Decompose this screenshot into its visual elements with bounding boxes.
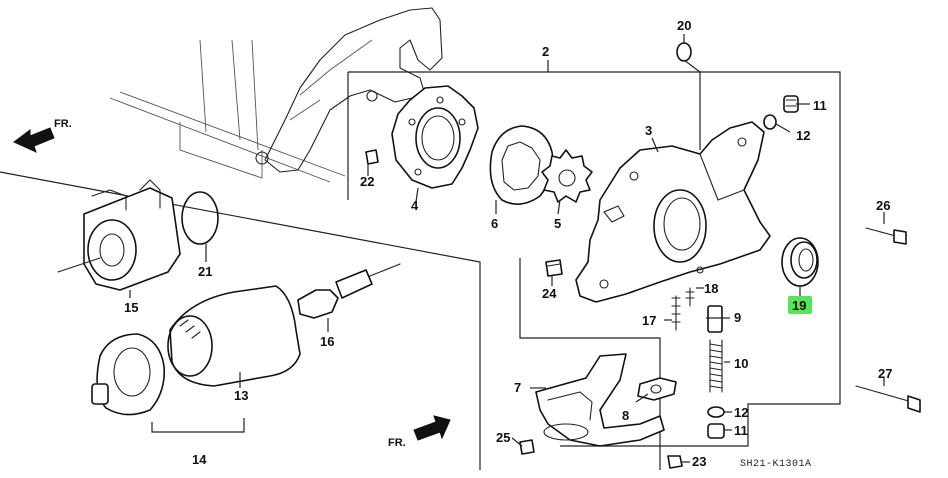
- label-part-5[interactable]: 5: [554, 216, 561, 231]
- oil-strainer: [535, 353, 665, 447]
- oil-filter: [167, 285, 301, 387]
- bolt-24: [545, 259, 563, 277]
- label-part-22[interactable]: 22: [360, 174, 374, 189]
- oil-pump-body: [575, 121, 771, 303]
- label-part-11-bottom[interactable]: 11: [734, 423, 748, 438]
- assembly-frame: [347, 71, 841, 470]
- oil-seal: [781, 237, 819, 287]
- front-direction-arrow-top: FR.: [13, 118, 72, 153]
- label-part-14[interactable]: 14: [192, 452, 207, 467]
- part-labels[interactable]: 20 2 11 12 3 22 4 6 5 26 19 24 18 17 9 1…: [124, 18, 892, 469]
- sealing-bolt-11-bottom: [707, 423, 725, 439]
- nut-23: [667, 455, 683, 469]
- bolt-25: [519, 439, 535, 455]
- relief-valve-17: [671, 295, 681, 331]
- label-part-2[interactable]: 2: [542, 44, 549, 59]
- label-part-18[interactable]: 18: [704, 281, 718, 296]
- relief-valve-9: [707, 305, 723, 333]
- bolt-22: [365, 149, 379, 165]
- label-part-9[interactable]: 9: [734, 310, 741, 325]
- o-ring-21: [181, 191, 219, 245]
- front-direction-arrow-bottom: FR.: [388, 415, 451, 449]
- label-part-10[interactable]: 10: [734, 356, 748, 371]
- highlight-box: [788, 296, 812, 314]
- label-part-27[interactable]: 27: [878, 366, 892, 381]
- svg-text:FR.: FR.: [54, 118, 72, 130]
- label-part-3[interactable]: 3: [645, 123, 652, 138]
- label-part-17[interactable]: 17: [642, 313, 656, 328]
- label-part-6[interactable]: 6: [491, 216, 498, 231]
- label-part-23[interactable]: 23: [692, 454, 706, 469]
- label-part-19[interactable]: 19: [792, 298, 806, 313]
- washer-12-bottom: [707, 406, 725, 418]
- relief-valve-18: [685, 287, 695, 307]
- sealing-bolt-11-top: [783, 95, 799, 113]
- relief-spring-10: [709, 339, 723, 393]
- oil-filter-housing: [91, 333, 245, 433]
- outer-rotor: [489, 125, 554, 205]
- oil-cooler: [57, 179, 181, 291]
- o-ring-20: [676, 42, 692, 62]
- label-part-7[interactable]: 7: [514, 380, 521, 395]
- label-part-20[interactable]: 20: [677, 18, 691, 33]
- label-part-4[interactable]: 4: [411, 198, 419, 213]
- label-part-8[interactable]: 8: [622, 408, 629, 423]
- label-part-15[interactable]: 15: [124, 300, 138, 315]
- rear-cover-plate: [391, 85, 479, 189]
- label-part-25[interactable]: 25: [496, 430, 510, 445]
- label-part-11-top[interactable]: 11: [813, 98, 827, 113]
- label-part-26[interactable]: 26: [876, 198, 890, 213]
- label-part-13[interactable]: 13: [234, 388, 248, 403]
- leader-lines: [129, 34, 885, 463]
- svg-text:FR.: FR.: [388, 437, 406, 449]
- label-part-12-bottom[interactable]: 12: [734, 405, 748, 420]
- label-part-12-top[interactable]: 12: [796, 128, 810, 143]
- inner-rotor-gear: [541, 149, 593, 203]
- bolt-27: [855, 385, 921, 413]
- oil-pressure-switch: [297, 263, 401, 319]
- label-part-21[interactable]: 21: [198, 264, 212, 279]
- diagram-code: SH21-K1301A: [740, 459, 812, 470]
- bolt-26: [865, 227, 907, 245]
- label-part-24[interactable]: 24: [542, 286, 557, 301]
- engine-block-outline: [109, 7, 443, 183]
- washer-12-top: [763, 114, 777, 130]
- label-part-16[interactable]: 16: [320, 334, 334, 349]
